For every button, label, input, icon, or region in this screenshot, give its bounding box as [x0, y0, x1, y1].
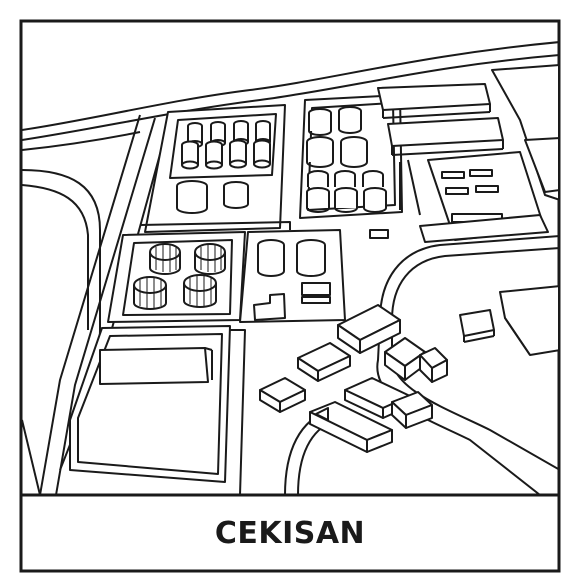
warehouses-top-right	[378, 84, 503, 155]
office-complex	[370, 152, 548, 242]
small-tanks-grid	[177, 121, 270, 213]
coastline-roads	[22, 42, 560, 470]
scattered-buildings	[260, 305, 447, 452]
dome-tanks	[134, 244, 225, 309]
lower-left-plot	[70, 326, 230, 482]
map-caption: CEKISAN	[214, 515, 366, 551]
tank-farm-left	[108, 232, 245, 322]
tank-farm-middle	[240, 230, 345, 322]
right-small-buildings	[460, 286, 558, 355]
large-tanks-center	[307, 107, 386, 212]
lower-roads	[22, 330, 245, 495]
far-right-buildings	[492, 65, 558, 200]
